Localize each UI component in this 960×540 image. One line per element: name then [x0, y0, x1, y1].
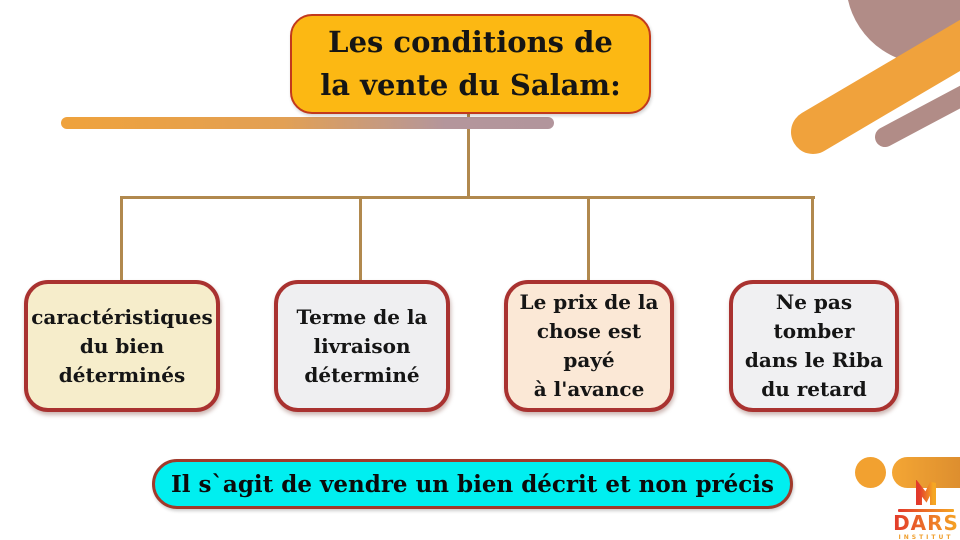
condition-line: déterminé: [304, 362, 420, 387]
connector-horizontal: [120, 196, 815, 199]
condition-line: chose est payé: [536, 319, 642, 372]
condition-box-characteristics: caractéristiques du bien déterminés: [24, 280, 220, 412]
condition-box-price-advance: Le prix de la chose est payé à l'avance: [504, 280, 674, 412]
condition-box-delivery-term: Terme de la livraison déterminé: [274, 280, 450, 412]
logo-subtitle: INSTITUT: [898, 534, 954, 540]
title-box: Les conditions de la vente du Salam:: [290, 14, 651, 114]
condition-line: Ne pas tomber: [773, 290, 855, 343]
summary-text: Il s`agit de vendre un bien décrit et no…: [170, 470, 774, 498]
condition-line: caractéristiques: [31, 304, 213, 329]
condition-line: du retard: [761, 377, 867, 401]
orange-dot-decoration: [855, 457, 886, 488]
connector-branch-1: [120, 196, 123, 282]
connector-branch-4: [811, 196, 814, 282]
logo-bar: [898, 509, 954, 512]
dars-logo: DARS INSTITUT: [893, 479, 959, 540]
condition-line: Le prix de la: [519, 290, 659, 314]
condition-line: dans le Riba: [744, 348, 884, 372]
condition-line: déterminés: [58, 362, 186, 387]
gradient-bar-decoration: [61, 117, 554, 129]
title-line: Les conditions de: [328, 24, 613, 59]
summary-box: Il s`agit de vendre un bien décrit et no…: [152, 459, 793, 509]
condition-line: à l'avance: [533, 377, 645, 401]
orange-bar-decoration: [892, 457, 960, 488]
condition-line: livraison: [313, 333, 411, 358]
connector-branch-2: [359, 196, 362, 282]
condition-line: du bien: [79, 333, 165, 358]
connector-trunk: [467, 112, 470, 198]
condition-box-riba: Ne pas tomber dans le Riba du retard: [729, 280, 899, 412]
title-line: la vente du Salam:: [320, 68, 621, 102]
condition-line: Terme de la: [296, 304, 428, 329]
connector-branch-3: [587, 196, 590, 282]
logo-wordmark: DARS: [893, 511, 959, 535]
logo-m-icon: [908, 479, 944, 510]
